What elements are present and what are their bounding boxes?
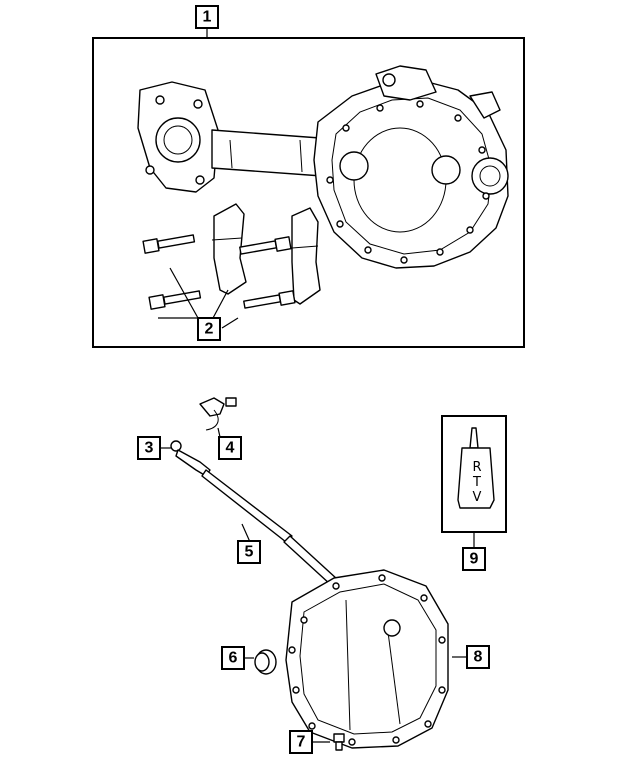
callout-4: 4	[218, 436, 242, 460]
callout-1: 1	[195, 5, 219, 29]
cap-bolt-2	[148, 290, 202, 310]
callout-5: 5	[237, 540, 261, 564]
rtv-label-r: R	[472, 460, 481, 475]
callout-6: 6	[221, 646, 245, 670]
svg-text:4: 4	[226, 440, 235, 457]
svg-text:7: 7	[297, 734, 306, 751]
callout-8: 8	[466, 645, 490, 669]
callout-3: 3	[137, 436, 161, 460]
rtv-tube-drawing: R T V	[457, 427, 495, 509]
callout-9: 9	[462, 547, 486, 571]
sensor-connector-drawing	[199, 397, 237, 431]
housing-group-frame	[92, 37, 525, 348]
rtv-label-v: V	[473, 490, 482, 505]
cap-bolt-1	[142, 234, 196, 254]
svg-text:1: 1	[203, 9, 212, 26]
svg-text:5: 5	[245, 544, 254, 561]
svg-text:3: 3	[145, 440, 154, 457]
leader-2c	[212, 289, 229, 319]
leader-5	[241, 523, 251, 543]
differential-cover-drawing	[285, 569, 449, 749]
callout-7: 7	[289, 730, 313, 754]
bearing-cap-right	[291, 207, 321, 305]
leader-2d	[221, 317, 239, 329]
rtv-label-t: T	[472, 475, 481, 490]
cover-bolt-drawing	[333, 733, 345, 751]
fill-plug-drawing	[254, 649, 277, 675]
svg-text:8: 8	[474, 649, 483, 666]
cap-bolt-4	[243, 290, 296, 309]
callout-2: 2	[197, 317, 221, 341]
bearing-cap-left	[211, 203, 247, 295]
cap-bolt-3	[239, 236, 292, 255]
leader-2a	[169, 267, 199, 319]
svg-text:2: 2	[205, 321, 214, 338]
svg-text:9: 9	[470, 551, 479, 568]
svg-text:6: 6	[229, 650, 238, 667]
axle-housing-drawing	[137, 65, 509, 269]
